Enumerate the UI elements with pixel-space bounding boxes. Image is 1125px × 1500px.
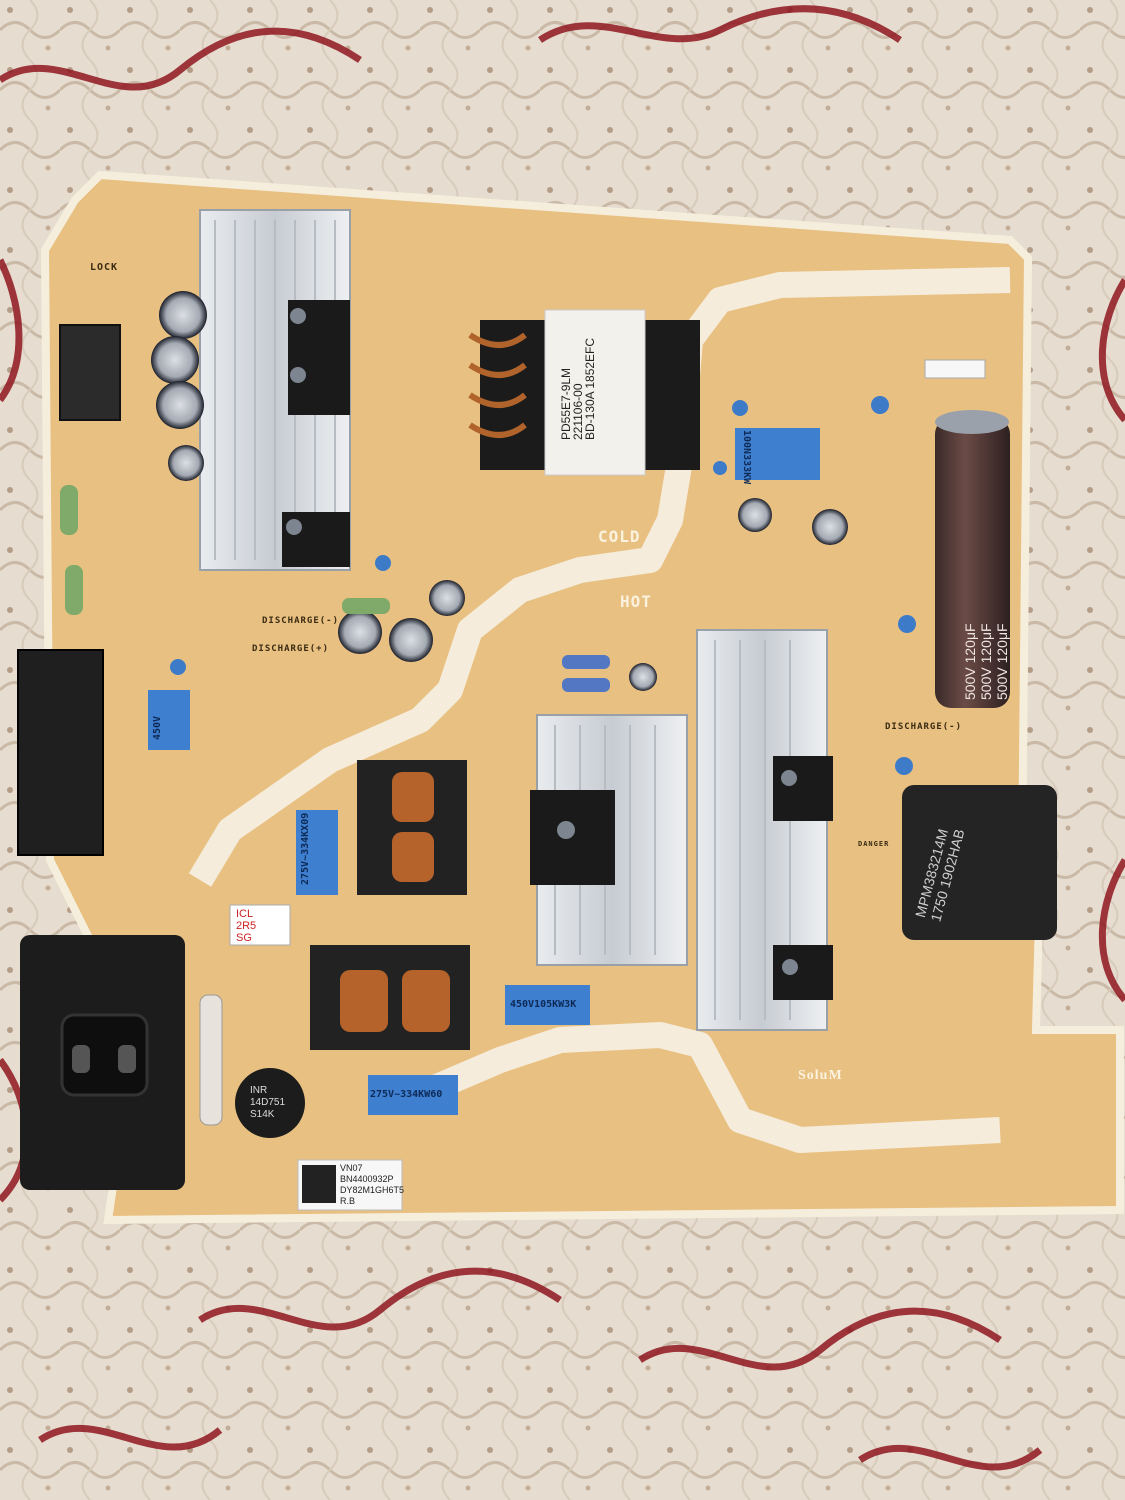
power-devices-right [530,756,833,1000]
connector-left-middle [17,649,104,856]
small-capacitors-left [151,291,848,691]
fuse-marking: ICL 2R5 SG [236,908,257,944]
film-capacitor-275v-mid [296,810,338,895]
ac-pin-right [118,1045,136,1073]
ac-inlet-socket [60,1013,149,1097]
silk-danger-label: DANGER [858,840,890,848]
silk-lock-label: LOCK [90,262,119,273]
ntc-thermistor [235,1068,305,1138]
film-capacitor-left [148,690,190,750]
silk-cold-label: COLD [598,527,641,546]
silk-brand: SoluM [798,1068,843,1083]
board-label-text: VN07 BN4400932P DY82M1GH6T5 R.B [340,1163,405,1206]
bulk-capacitor-top [935,410,1009,434]
fuse [199,994,223,1126]
silk-discharge-plus: DISCHARGE(+) [252,644,330,654]
ntc-marking: INR 14D751 S14K [250,1085,286,1120]
film-capacitor-450v [505,985,590,1025]
fuse-label-bg [229,904,291,946]
film-capacitor-100n-label: 100N333KW [741,430,752,485]
film-capacitor-450v-label: 450V105KW3K [510,999,577,1010]
ac-pin-left [72,1045,90,1073]
bulk-capacitor [935,418,1010,708]
isolation-slot [188,267,1011,887]
film-capacitor-275v-bottom-label: 275V~334KW60 [370,1089,443,1100]
resistors [60,485,610,692]
mosfet-group-top [282,300,350,567]
qr-code [302,1165,336,1203]
small-blue-capacitors [170,396,916,775]
film-capacitor-275v-mid-label: 275V~334KX09 [300,812,311,885]
film-capacitor-left-label: 450V [152,715,163,740]
film-capacitor-275v-bottom [368,1075,458,1115]
transformer-copper-windings [468,332,527,438]
isolation-slot-bottom [424,1022,1001,1153]
film-capacitor-100n [735,428,820,480]
connector-top-left [59,324,121,421]
silk-hot-label: HOT [620,592,652,611]
silk-discharge-right: DISCHARGE(-) [885,722,963,732]
transformer-label: PD55E7-9LM 221106-00 BD-130A 1852EFC [559,337,597,440]
bulk-cap-marking: 500V 120μF 500V 120μF 500V 120μF [962,623,1010,700]
silk-discharge-minus: DISCHARGE(-) [262,616,340,626]
rug-red-pattern [0,5,1125,1471]
choke-windings [340,772,450,1032]
output-inductor [902,785,1057,940]
sticker-top-right [924,359,986,379]
main-transformer-label-bg [544,309,646,476]
